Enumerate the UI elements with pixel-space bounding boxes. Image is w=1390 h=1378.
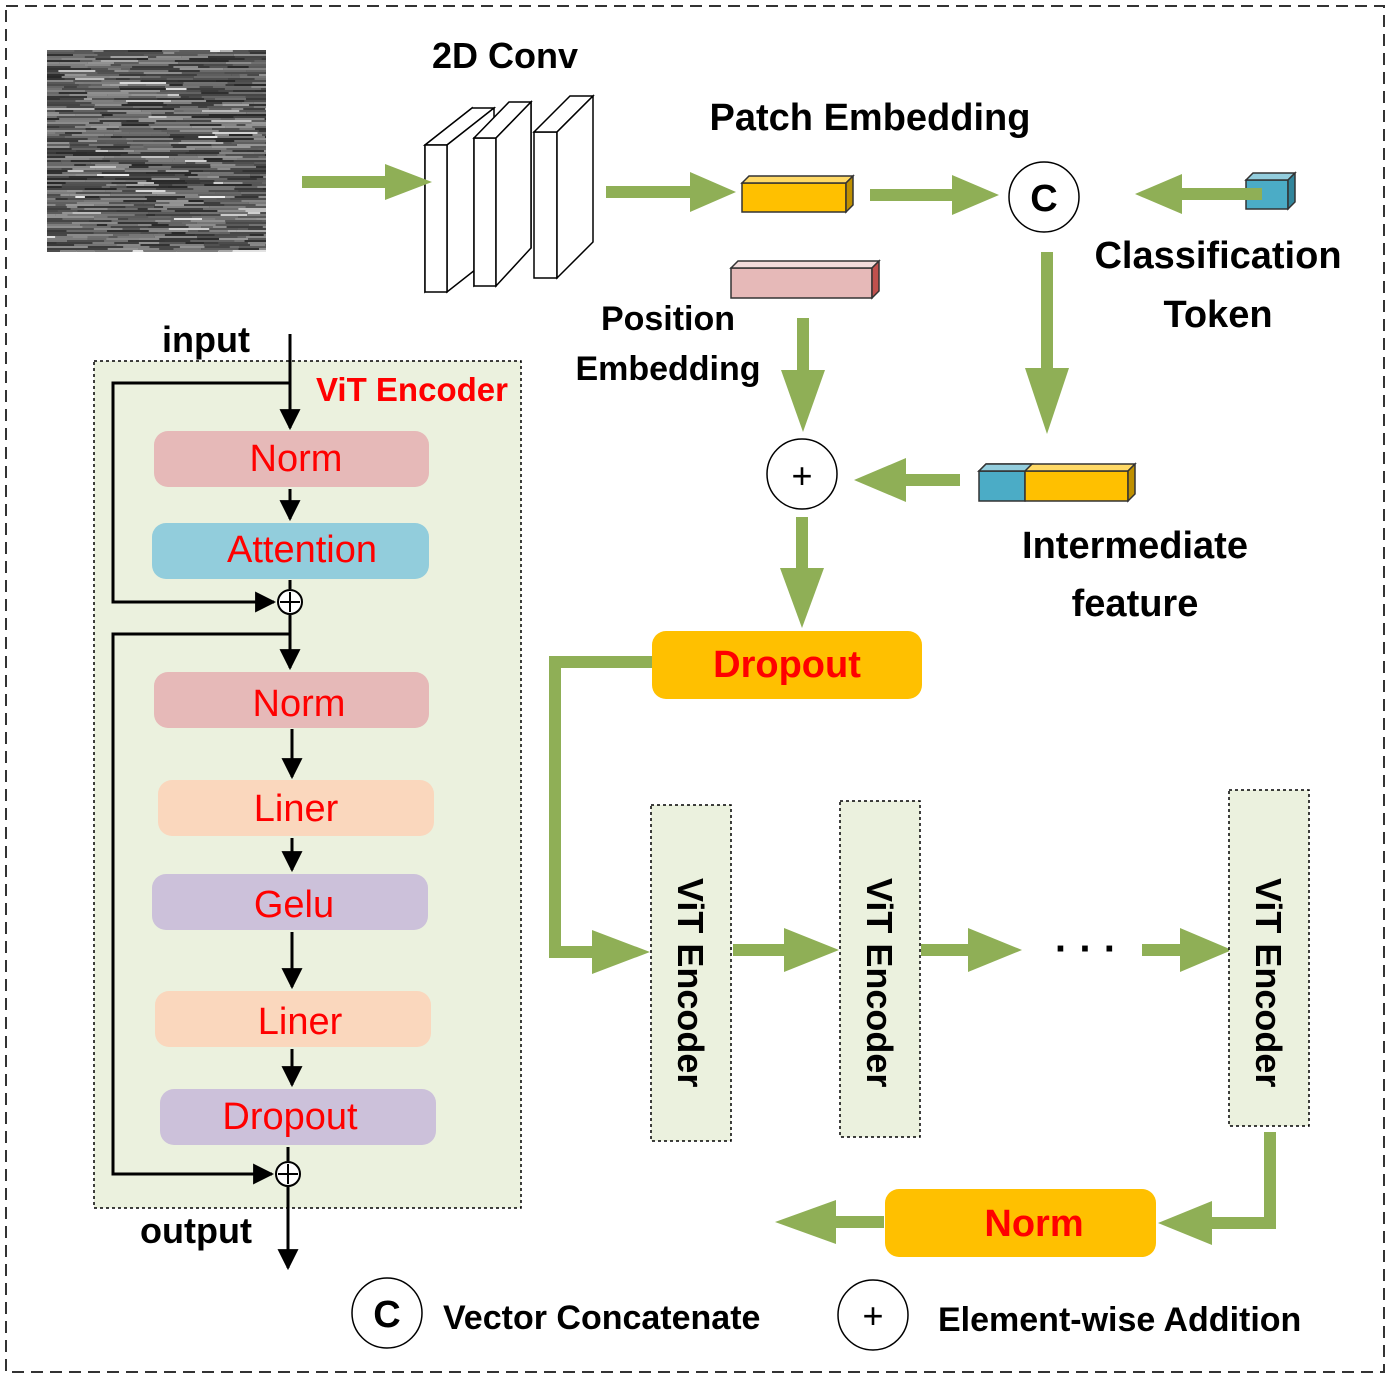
- concat-node: C: [1008, 161, 1080, 233]
- position-embedding-label-1: Position: [601, 300, 735, 338]
- block-norm-1: [154, 431, 429, 487]
- encoder-blocks: Norm Attention Norm Liner Gelu Liner Dro…: [152, 431, 436, 1145]
- conv-title: 2D Conv: [432, 35, 578, 76]
- legend: C Vector Concatenate + Element-wise Addi…: [351, 1277, 1301, 1351]
- chain-ellipsis: · · ·: [1055, 927, 1117, 971]
- encoder-chain: ViT Encoder ViT Encoder ViT Encoder · · …: [650, 789, 1310, 1142]
- block-liner-2-label: Liner: [258, 1001, 343, 1043]
- concat-symbol: C: [1030, 178, 1057, 220]
- vit-encoder-box-3: [1228, 789, 1310, 1127]
- vit-encoder-chain-label-2: ViT Encoder: [859, 878, 900, 1087]
- vit-encoder-box-2: [839, 800, 921, 1138]
- block-liner-1: [158, 780, 434, 836]
- legend-add-symbol: +: [862, 1295, 883, 1336]
- input-image: [47, 50, 266, 252]
- patch-embedding-token: [740, 174, 855, 214]
- legend-add-circle: [837, 1279, 909, 1351]
- intermediate-feature-label-2: feature: [1072, 583, 1199, 625]
- block-gelu-label: Gelu: [254, 884, 334, 926]
- block-liner-2: [155, 991, 431, 1047]
- add-node: +: [766, 438, 838, 510]
- block-dropout: [160, 1089, 436, 1145]
- position-embedding-token: [729, 259, 881, 300]
- legend-add-label: Element-wise Addition: [938, 1301, 1301, 1339]
- norm-main-block: Norm: [885, 1189, 1156, 1257]
- vit-encoder-chain-label-1: ViT Encoder: [670, 878, 711, 1087]
- encoder-input-label: input: [162, 319, 250, 360]
- encoder-residual-adders: [275, 589, 303, 1187]
- position-embedding-label-2: Embedding: [575, 350, 760, 388]
- norm-main-label: Norm: [984, 1203, 1083, 1245]
- intermediate-feature-label-1: Intermediate: [1022, 525, 1248, 567]
- green-arrows: [302, 176, 1276, 1229]
- legend-concat-symbol: C: [373, 1294, 400, 1336]
- block-attention-label: Attention: [227, 529, 377, 571]
- block-attention: [152, 523, 429, 579]
- block-norm-1-label: Norm: [250, 438, 343, 480]
- dropout-main-block: Dropout: [652, 631, 922, 699]
- classification-token-label-2: Token: [1163, 294, 1272, 336]
- block-dropout-label: Dropout: [222, 1096, 358, 1138]
- vit-encoder-box-1: [650, 804, 732, 1142]
- conv-layer-3: [532, 94, 595, 280]
- legend-concat-circle: [351, 1277, 423, 1349]
- green-arrowheads: [385, 164, 1232, 1245]
- patch-embedding-title: Patch Embedding: [710, 97, 1031, 139]
- intermediate-feature-token: [977, 462, 1137, 503]
- block-norm-2: [154, 672, 429, 728]
- encoder-detail-title: ViT Encoder: [316, 371, 508, 408]
- vit-encoder-chain-label-3: ViT Encoder: [1248, 878, 1289, 1087]
- encoder-black-arrows: [111, 334, 303, 1271]
- conv-layers: [422, 94, 595, 294]
- classification-token-label-1: Classification: [1094, 235, 1341, 277]
- encoder-output-label: output: [140, 1210, 252, 1251]
- add-symbol: +: [791, 455, 812, 496]
- block-liner-1-label: Liner: [254, 788, 339, 830]
- outer-frame: [5, 5, 1385, 1373]
- legend-concat-label: Vector Concatenate: [443, 1299, 760, 1337]
- block-norm-2-label: Norm: [253, 683, 346, 725]
- block-gelu: [152, 874, 428, 930]
- conv-layer-2: [472, 100, 533, 288]
- dropout-main-label: Dropout: [713, 644, 861, 686]
